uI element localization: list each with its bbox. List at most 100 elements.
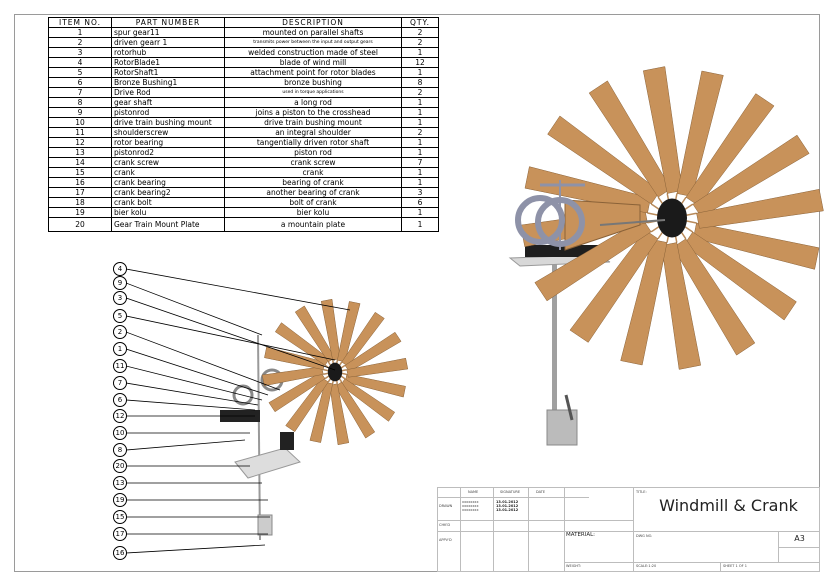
bom-desc: another bearing of crank <box>224 187 402 198</box>
bom-desc: mounted on parallel shafts <box>224 27 402 38</box>
bom-qty: 12 <box>401 57 439 68</box>
crank-base <box>257 514 273 536</box>
mount-plate <box>234 447 301 479</box>
material-label: MATERIAL: <box>566 532 596 538</box>
tower-rod <box>257 334 261 541</box>
bom-item: 16 <box>48 177 112 188</box>
bom-desc: bier kolu <box>224 207 402 218</box>
bom-qty: 1 <box>401 147 439 158</box>
bom-desc: bolt of crank <box>224 197 402 208</box>
balloon: 8 <box>113 443 127 457</box>
date-column-label: DATE <box>536 490 546 494</box>
balloon: 3 <box>113 291 127 305</box>
bom-qty: 2 <box>401 37 439 48</box>
approved-label: APPV'D <box>439 538 452 542</box>
balloon: 20 <box>113 459 127 473</box>
bom-item: 17 <box>48 187 112 198</box>
bom-desc: crank screw <box>224 157 402 168</box>
balloon: 10 <box>113 426 127 440</box>
bom-desc: a mountain plate <box>224 217 402 232</box>
bom-part: RotorShaft1 <box>111 67 225 78</box>
header-desc: DESCRIPTION <box>224 17 402 28</box>
balloon: 7 <box>113 376 127 390</box>
bom-part: Drive Rod <box>111 87 225 98</box>
bom-part: rotorhub <box>111 47 225 58</box>
bom-part: crank screw <box>111 157 225 168</box>
bom-item: 19 <box>48 207 112 218</box>
bom-qty: 2 <box>401 87 439 98</box>
bom-item: 5 <box>48 67 112 78</box>
leader-line <box>125 297 336 371</box>
crank-handle <box>564 394 574 421</box>
balloon: 1 <box>113 342 127 356</box>
balloon: 5 <box>113 309 127 323</box>
bom-desc: blade of wind mill <box>224 57 402 68</box>
balloon: 9 <box>113 276 127 290</box>
bom-item: 20 <box>48 217 112 232</box>
bom-qty: 1 <box>401 207 439 218</box>
name-column-label: NAME <box>468 490 479 494</box>
bom-item: 14 <box>48 157 112 168</box>
bom-desc: used in torque applications <box>224 87 402 98</box>
bom-qty: 1 <box>401 47 439 58</box>
balloon: 12 <box>113 409 127 423</box>
bom-qty: 2 <box>401 127 439 138</box>
weight-label: WEIGHT: <box>566 564 581 568</box>
bom-part: crank bearing <box>111 177 225 188</box>
bom-item: 18 <box>48 197 112 208</box>
assembled-windmill-view <box>508 66 824 446</box>
bom-part: rotor bearing <box>111 137 225 148</box>
scale-label: SCALE:1:20 <box>636 564 657 568</box>
bom-item: 15 <box>48 167 112 178</box>
balloon: 2 <box>113 325 127 339</box>
balloon: 15 <box>113 510 127 524</box>
leader-line <box>125 282 263 336</box>
header-qty: QTY. <box>401 17 439 28</box>
bom-header-row: ITEM NO. PART NUMBER DESCRIPTION QTY. <box>48 17 439 28</box>
bom-item: 9 <box>48 107 112 118</box>
bom-qty: 1 <box>401 97 439 108</box>
signature-column-label: SIGNATURE <box>500 490 521 494</box>
bom-part: shoulderscrew <box>111 127 225 138</box>
balloon: 17 <box>113 527 127 541</box>
bom-item: 13 <box>48 147 112 158</box>
bom-qty: 1 <box>401 217 439 232</box>
bom-part: drive train bushing mount <box>111 117 225 128</box>
bom-item: 1 <box>48 27 112 38</box>
bom-desc: joins a piston to the crosshead <box>224 107 402 118</box>
bom-part: spur gear11 <box>111 27 225 38</box>
bom-qty: 1 <box>401 107 439 118</box>
header-item: ITEM NO. <box>48 17 112 28</box>
bom-item: 8 <box>48 97 112 108</box>
crank-base <box>546 409 578 446</box>
bom-part: driven gearr 1 <box>111 37 225 48</box>
leader-line <box>125 439 246 451</box>
tower-pole <box>552 250 557 420</box>
balloon: 16 <box>113 546 127 560</box>
drawn-name: xxxxxxxx <box>462 500 479 504</box>
dwg-no-label: DWG NO. <box>636 534 653 538</box>
bom-part: pistonrod2 <box>111 147 225 158</box>
bom-qty: 8 <box>401 77 439 88</box>
bom-part: crank <box>111 167 225 178</box>
bom-desc: attachment point for rotor blades <box>224 67 402 78</box>
leader-line <box>125 365 263 401</box>
rotor-hub <box>657 198 687 238</box>
exploded-windmill-view <box>220 298 409 541</box>
rotor-hub <box>327 362 343 382</box>
bom-item: 11 <box>48 127 112 138</box>
bom-item: 6 <box>48 77 112 88</box>
